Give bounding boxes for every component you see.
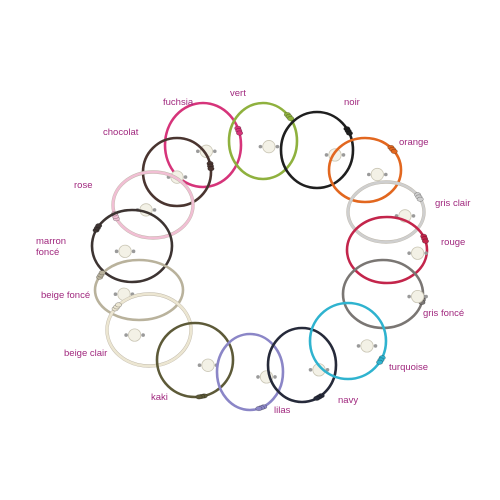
bracelet-beige-clair — [105, 292, 193, 368]
bracelet-fuchsia — [163, 101, 244, 189]
label-marron-fonce: marron foncé — [36, 236, 67, 258]
label-beige-fonce: beige foncé — [41, 290, 91, 301]
bracelet-vert — [227, 101, 299, 181]
bracelet-noir — [279, 110, 355, 190]
label-turquoise: turquoise — [389, 362, 429, 373]
label-fuchsia: fuchsia — [163, 97, 194, 108]
bracelet-navy — [266, 326, 338, 404]
label-beige-clair: beige clair — [64, 348, 108, 359]
label-noir: noir — [344, 97, 360, 108]
label-rouge: rouge — [441, 237, 466, 248]
label-gris-fonce: gris foncé — [423, 308, 465, 319]
label-lilas: lilas — [274, 405, 291, 416]
bracelet-gris-clair — [346, 180, 426, 244]
bracelet-gris-foncé — [341, 258, 428, 330]
label-navy: navy — [338, 395, 359, 406]
label-gris-clair: gris clair — [435, 198, 471, 209]
label-rose: rose — [74, 180, 93, 191]
label-vert: vert — [230, 88, 246, 99]
bracelet-marron-foncé — [90, 208, 174, 284]
bracelet-turquoise — [308, 301, 388, 381]
bracelet-orange — [327, 136, 403, 204]
label-kaki: kaki — [151, 392, 168, 403]
bracelet-rouge — [345, 215, 429, 285]
bracelet-kaki — [155, 321, 235, 400]
label-chocolat: chocolat — [103, 127, 139, 138]
bracelet-beige-foncé — [93, 258, 185, 322]
label-orange: orange — [399, 137, 429, 148]
